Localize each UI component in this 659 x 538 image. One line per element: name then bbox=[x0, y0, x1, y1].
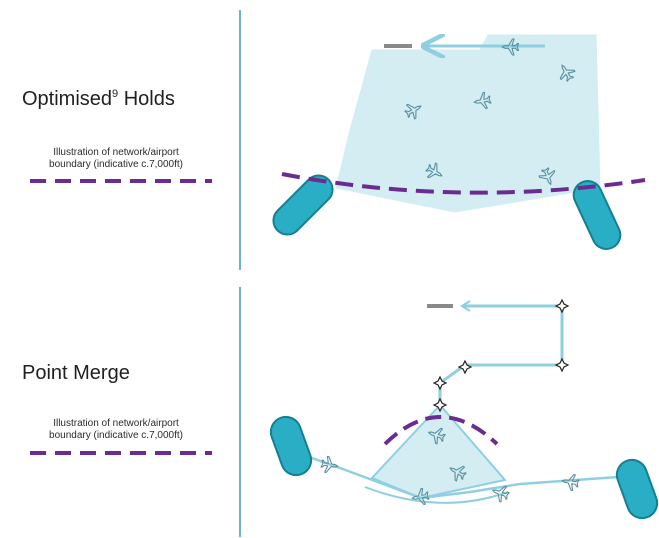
aircraft-icon bbox=[560, 472, 581, 492]
title-text: Optimised bbox=[22, 88, 113, 110]
footnote-marker: 9 bbox=[112, 88, 119, 100]
boundary-line bbox=[383, 415, 499, 446]
runway-right bbox=[572, 180, 622, 250]
runway-right bbox=[615, 458, 659, 520]
entry-bar bbox=[384, 44, 412, 48]
legend-line-1: Illustration of network/airport bbox=[53, 147, 179, 158]
panel-divider-top bbox=[239, 10, 241, 270]
legend-line-2: boundary (indicative c.7,000ft) bbox=[49, 430, 183, 441]
waypoint-icon bbox=[555, 299, 569, 313]
waypoint-icon bbox=[458, 360, 472, 374]
holding-area bbox=[335, 34, 601, 213]
panel-divider-bottom bbox=[239, 287, 241, 537]
inbound-route-line bbox=[438, 304, 564, 405]
point-merge-diagram bbox=[269, 299, 659, 520]
approach-path bbox=[291, 449, 633, 500]
runway-left bbox=[269, 415, 313, 477]
point-merge-title: Point Merge bbox=[22, 362, 130, 384]
optimised-holds-diagram bbox=[272, 34, 646, 250]
legend-line-1: Illustration of network/airport bbox=[53, 418, 179, 429]
boundary-legend-label-top: Illustration of network/airport boundary… bbox=[16, 147, 216, 171]
sequencing-leg bbox=[364, 486, 509, 504]
waypoint-icon bbox=[555, 358, 569, 372]
runway-left bbox=[272, 174, 334, 236]
title-suffix: Holds bbox=[118, 88, 175, 110]
boundary-legend-label-bottom: Illustration of network/airport boundary… bbox=[16, 418, 216, 442]
entry-bar bbox=[427, 304, 453, 308]
legend-line-2: boundary (indicative c.7,000ft) bbox=[49, 159, 183, 170]
optimised-holds-title: Optimised9 Holds bbox=[22, 88, 175, 111]
